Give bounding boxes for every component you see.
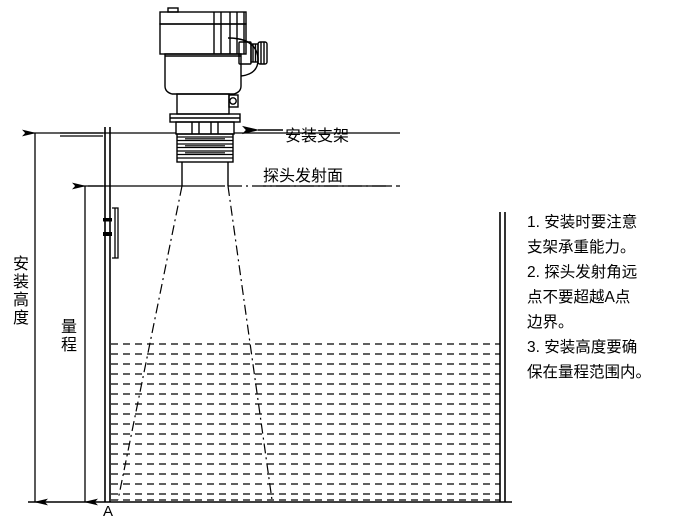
thread-dash-lines <box>185 138 225 154</box>
label-mounting-bracket: 安装支架 <box>285 128 350 145</box>
clamp-bolt-upper <box>103 218 112 222</box>
thread-lines <box>177 136 233 159</box>
neck-screw <box>229 97 237 105</box>
emission-beam-cone <box>117 185 273 501</box>
label-probe-emitting-face: 探头发射面 <box>263 168 344 185</box>
neck-screw-plate <box>228 94 239 108</box>
note-line: 2. 探头发射角远 <box>527 264 638 281</box>
note-line: 1. 安装时要注意 <box>527 214 638 231</box>
label-installation-height: 安装高度 <box>10 255 27 327</box>
note-line: 点不要超越A点 <box>527 289 631 306</box>
wall-clamp-detail <box>103 207 119 259</box>
installation-notes: 1. 安装时要注意 支架承重能力。 2. 探头发射角远 点不要超越A点 边界。 … <box>527 210 697 385</box>
cable-gland-cap <box>257 41 268 65</box>
note-line: 支架承重能力。 <box>527 239 636 256</box>
note-line: 3. 安装高度要确 <box>527 339 638 356</box>
sensor-display-housing <box>159 23 247 55</box>
dimension-measuring-range <box>72 182 103 506</box>
beam-edge-right <box>227 185 273 501</box>
clamp-bolt-lower <box>103 232 112 236</box>
sensor-housing-group <box>159 7 268 186</box>
sensor-top-cap <box>159 11 247 25</box>
note-line: 边界。 <box>527 314 574 331</box>
dimension-installation-height <box>21 129 103 506</box>
sensor-hex-nut <box>175 121 235 135</box>
note-line: 保在量程范围内。 <box>527 364 652 381</box>
label-measuring-range: 量程 <box>58 318 75 354</box>
sensor-neck <box>176 93 230 115</box>
beam-edge-left <box>117 185 183 501</box>
label-point-a: A <box>103 503 114 520</box>
liquid-fill-hatching <box>111 343 500 501</box>
housing-top-knob <box>167 7 179 13</box>
sensor-body <box>164 53 242 95</box>
